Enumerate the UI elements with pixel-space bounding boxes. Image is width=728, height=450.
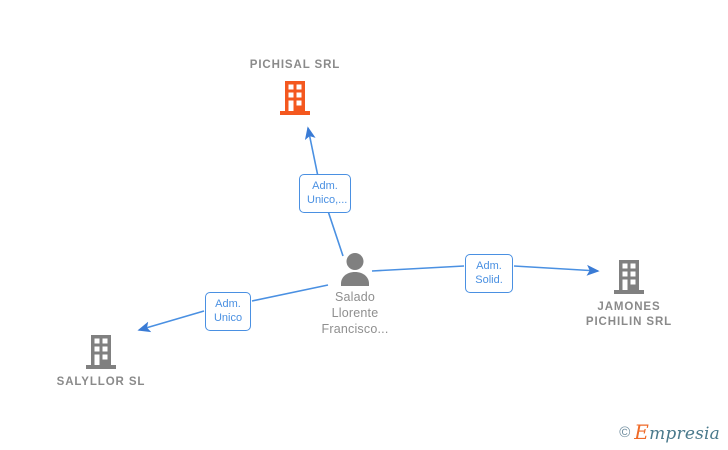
node-pichisal-srl[interactable]: PICHISAL SRL xyxy=(215,58,375,117)
building-icon[interactable] xyxy=(21,333,181,371)
node-jamones-pichilin-srl[interactable]: JAMONES PICHILIN SRL xyxy=(549,258,709,330)
node-label-salyllor: SALYLLOR SL xyxy=(56,376,146,388)
edge-label-adm-unico-multiple[interactable]: Adm. Unico,... xyxy=(299,174,351,213)
node-label-person: Salado Llorente Francisco... xyxy=(321,290,389,336)
edge-label-adm-unico[interactable]: Adm. Unico xyxy=(205,292,251,331)
brand-initial: E xyxy=(634,420,650,444)
person-icon[interactable] xyxy=(275,252,435,286)
node-salyllor-sl[interactable]: SALYLLOR SL xyxy=(21,333,181,390)
copyright-icon: © xyxy=(619,423,631,441)
node-label-jamones: JAMONES PICHILIN SRL xyxy=(585,301,673,328)
node-person-salado-llorente[interactable]: Salado Llorente Francisco... xyxy=(275,252,435,337)
brand-wordmark: Empresia xyxy=(634,420,720,444)
building-icon[interactable] xyxy=(549,258,709,296)
node-label-pichisal: PICHISAL SRL xyxy=(249,59,341,71)
edge-person-to-jamones xyxy=(371,264,600,276)
brand-rest: mpresia xyxy=(649,424,720,444)
edge-person-to-salyllor xyxy=(137,284,329,333)
building-icon[interactable] xyxy=(215,79,375,117)
edge-label-adm-solid[interactable]: Adm. Solid. xyxy=(465,254,513,293)
watermark-empresia: © Empresia xyxy=(619,420,720,444)
